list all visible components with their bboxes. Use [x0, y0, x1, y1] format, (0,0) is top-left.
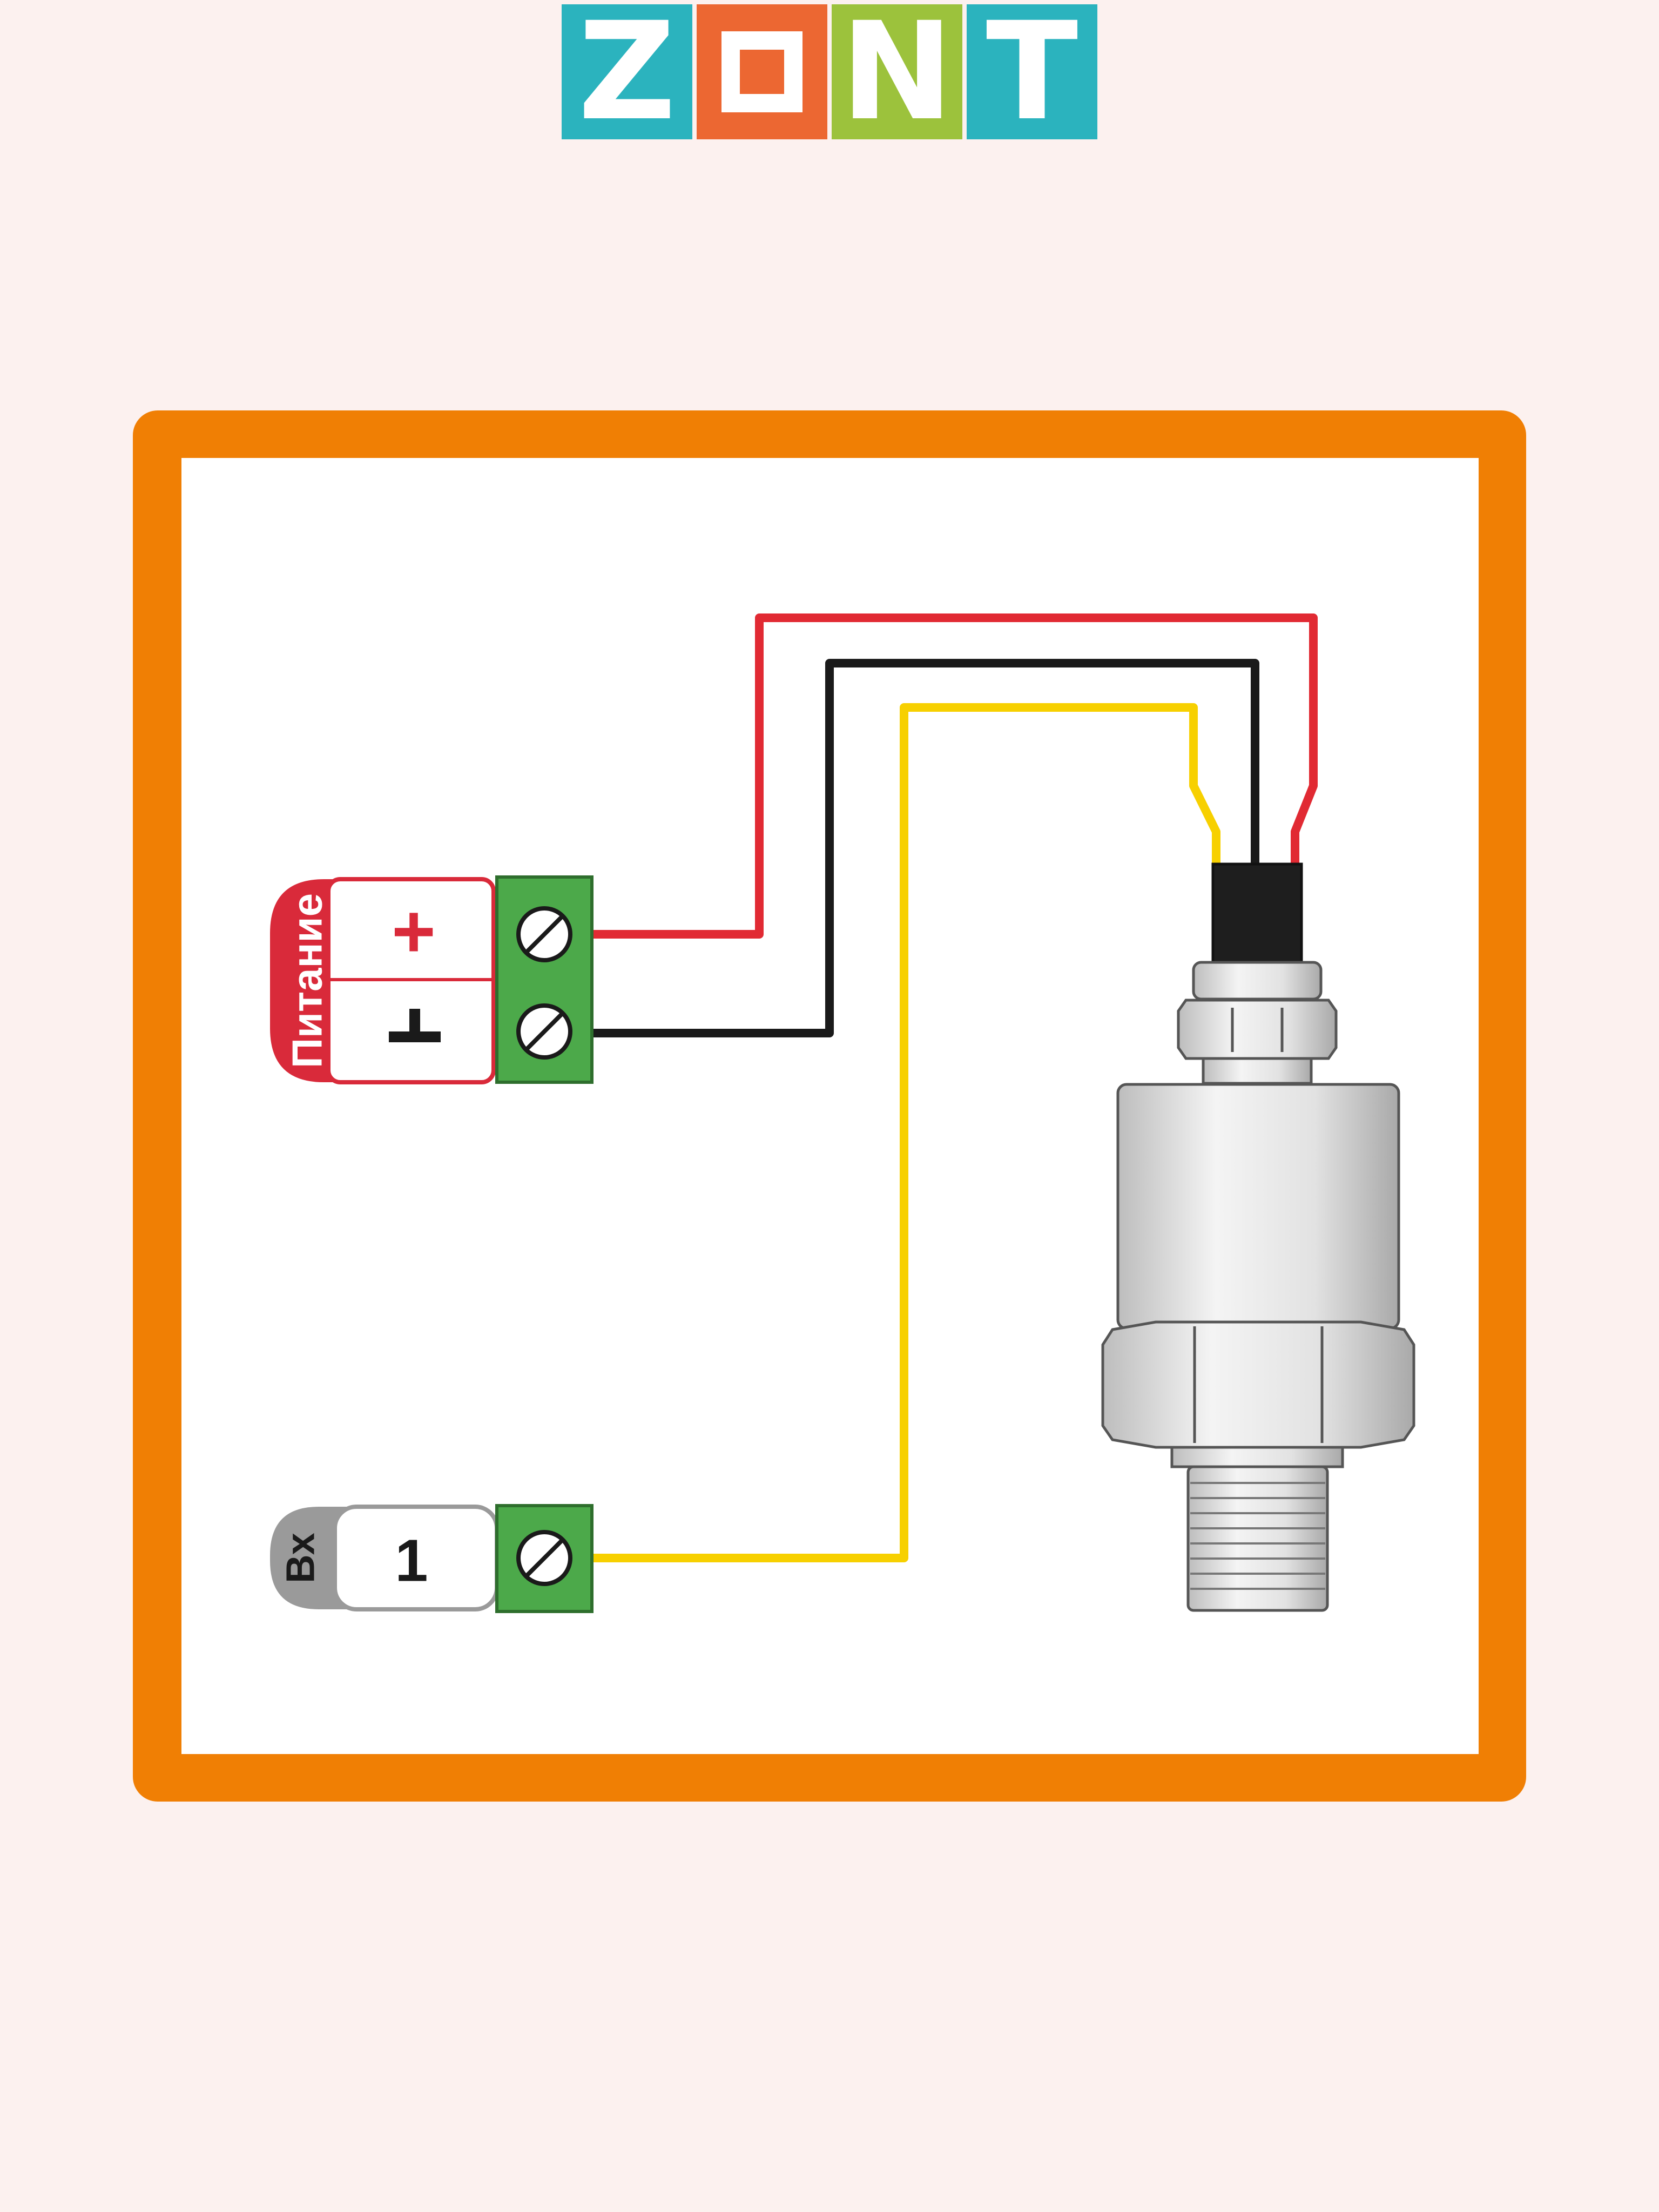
red-power-wire [592, 613, 1318, 939]
zont-logo: Z O N T [562, 4, 1097, 139]
logo-tile-n: N [832, 4, 967, 139]
cable-sleeve [1211, 862, 1303, 968]
power-terminal-block: Питание + ┴ [270, 875, 594, 1084]
black-ground-wire [592, 659, 1259, 1037]
screw-icon [516, 906, 572, 962]
large-hex-nut [1101, 1320, 1415, 1449]
wiring-diagram: Питание + ┴ [270, 613, 1415, 1613]
small-hex-nut [1177, 999, 1338, 1060]
plus-symbol: + [392, 889, 436, 974]
diagram-panel: Питание + ┴ [181, 458, 1479, 1754]
logo-tile-t: T [967, 4, 1097, 139]
pressure-sensor-icon [1101, 862, 1415, 1612]
logo-tile-o: O [697, 4, 832, 139]
logo-tile-z: Z [562, 4, 697, 139]
screw-icon [516, 1003, 572, 1060]
screw-icon [516, 1530, 572, 1586]
sensor-body [1116, 1083, 1400, 1330]
input-terminal-block: Вх 1 [270, 1504, 594, 1613]
input-title: Вх [278, 1533, 323, 1583]
power-title: Питание [284, 893, 331, 1068]
ground-icon [389, 1009, 441, 1042]
yellow-signal-wire [592, 703, 1220, 1562]
input-number: 1 [395, 1528, 428, 1594]
diagram-frame: Питание + ┴ [133, 410, 1526, 1802]
